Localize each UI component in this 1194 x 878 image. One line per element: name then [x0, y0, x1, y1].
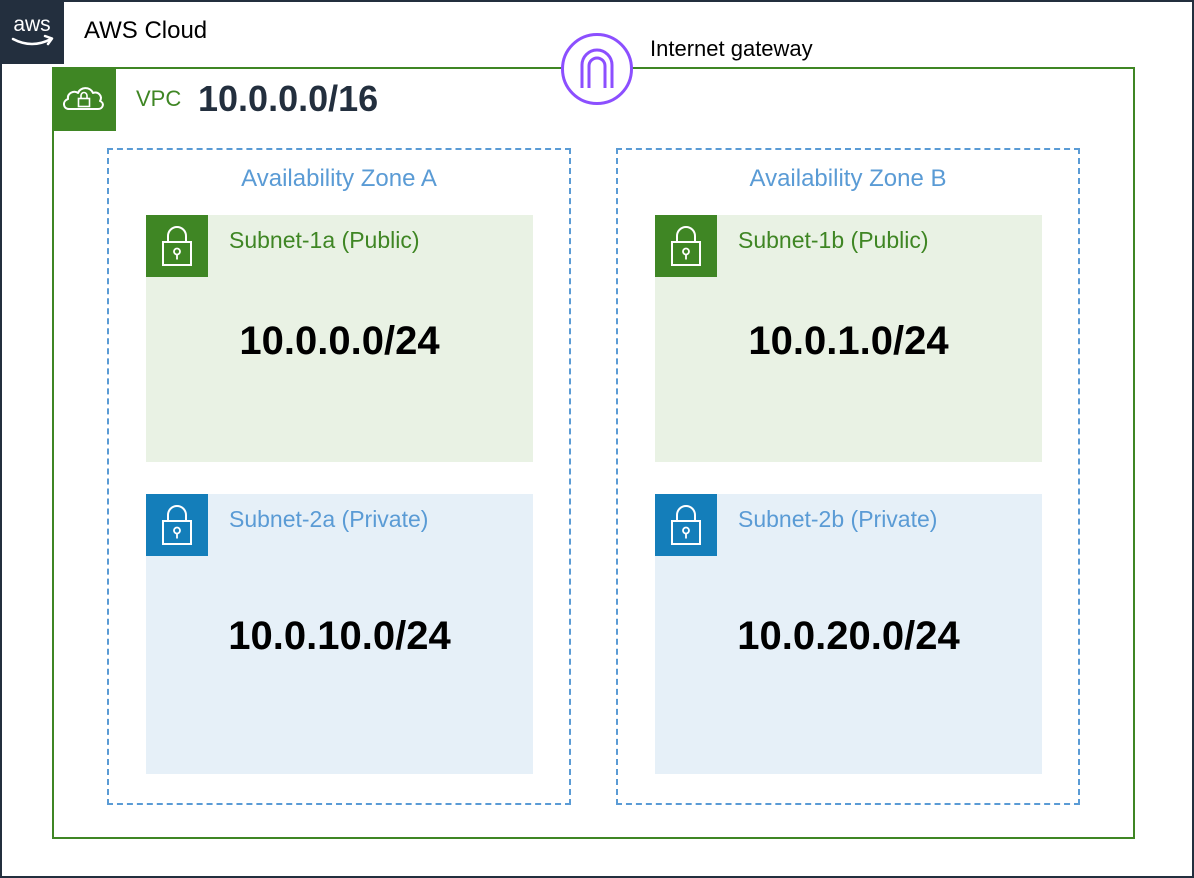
padlock-icon: [146, 215, 208, 277]
cloud-title: AWS Cloud: [84, 17, 208, 44]
subnet-2b-cidr: 10.0.20.0/24: [737, 614, 960, 658]
availability-zone-a-title: Availability Zone A: [241, 165, 437, 192]
padlock-icon: [655, 494, 717, 556]
subnet-1a-public: [146, 215, 533, 462]
availability-zone-a: [107, 148, 571, 805]
internet-gateway-label: Internet gateway: [650, 36, 813, 61]
aws-logo-icon: aws: [0, 0, 64, 64]
internet-gateway-icon: [560, 32, 634, 106]
vpc-cidr: 10.0.0.0/16: [198, 78, 379, 119]
subnet-1b-cidr: 10.0.1.0/24: [748, 319, 949, 363]
subnet-1b-name: Subnet-1b (Public): [738, 227, 929, 253]
subnet-2b-private: [655, 494, 1042, 774]
subnet-2b-name: Subnet-2b (Private): [738, 506, 938, 532]
subnet-1a-name: Subnet-1a (Public): [229, 227, 420, 253]
availability-zone-b: [616, 148, 1080, 805]
availability-zone-b-title: Availability Zone B: [749, 165, 947, 192]
subnet-2a-cidr: 10.0.10.0/24: [228, 614, 451, 658]
vpc-label: VPC: [136, 86, 182, 111]
subnet-2a-name: Subnet-2a (Private): [229, 506, 429, 532]
subnet-1b-public: [655, 215, 1042, 462]
vpc-cloud-lock-icon: [52, 67, 116, 131]
subnet-1a-cidr: 10.0.0.0/24: [239, 319, 440, 363]
svg-text:aws: aws: [13, 13, 50, 36]
padlock-icon: [146, 494, 208, 556]
subnet-2a-private: [146, 494, 533, 774]
padlock-icon: [655, 215, 717, 277]
